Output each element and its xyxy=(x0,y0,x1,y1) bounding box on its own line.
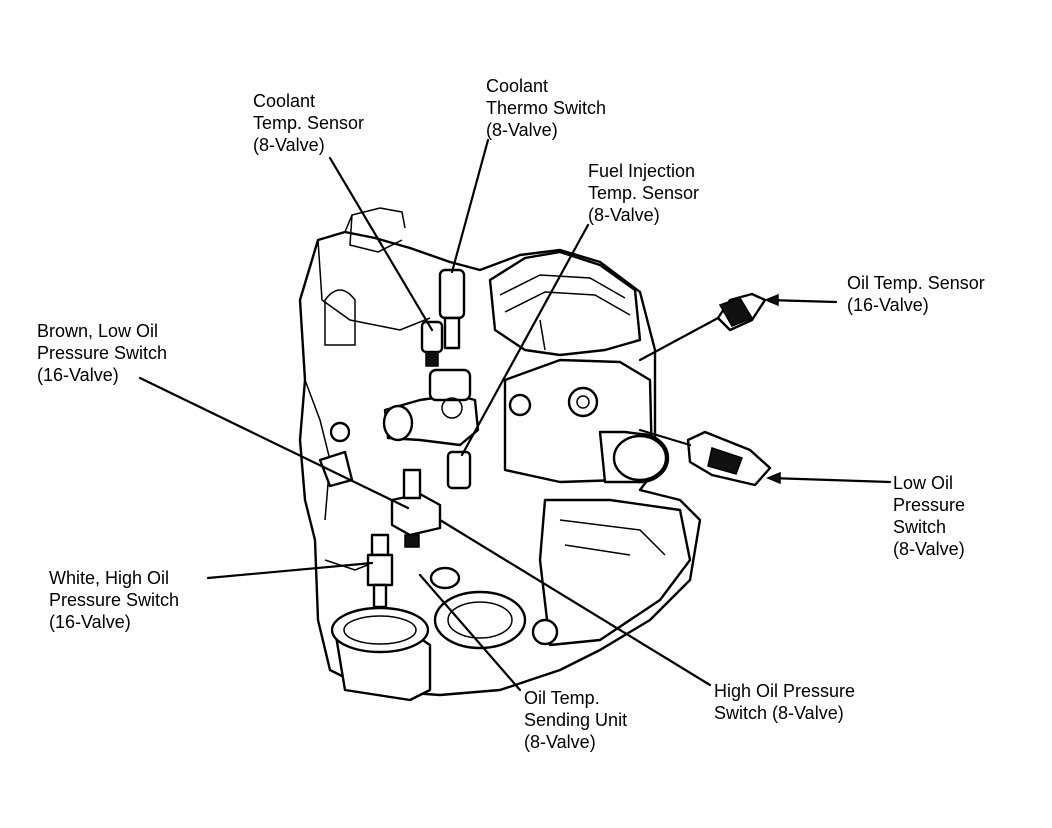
label-line: Pressure xyxy=(893,495,966,515)
label-line: Sending Unit xyxy=(524,710,628,730)
label-line: White, High Oil xyxy=(49,568,170,588)
label-line: Temp. Sensor xyxy=(588,183,700,203)
label-line: (8-Valve) xyxy=(253,135,325,155)
label-line: (8-Valve) xyxy=(486,120,558,140)
leader-low-oil-pressure-8v xyxy=(768,476,892,484)
label-line: Brown, Low Oil xyxy=(37,321,159,341)
label-line: Switch xyxy=(893,517,947,537)
leader-brown-low-oil-pressure xyxy=(138,376,410,510)
label-high-oil-pressure-switch: High Oil Pressure Switch (8-Valve) xyxy=(714,680,855,724)
label-line: Temp. Sensor xyxy=(253,113,365,133)
leader-coolant-thermo-switch xyxy=(450,138,490,274)
label-line: Fuel Injection xyxy=(588,161,696,181)
label-line: Oil Temp. Sensor xyxy=(847,273,985,293)
leader-oil-temp-sending-unit xyxy=(418,573,522,692)
label-oil-temp-sending-unit: Oil Temp. Sending Unit (8-Valve) xyxy=(524,687,627,753)
label-line: Pressure Switch xyxy=(37,343,168,363)
label-low-oil-pressure-switch: Low Oil Pressure Switch (8-Valve) xyxy=(893,472,965,560)
leader-high-oil-pressure-8v xyxy=(438,518,712,687)
label-line: (16-Valve) xyxy=(49,612,131,632)
leader-low-oil-pressure-8v-b xyxy=(638,428,692,447)
sensor-parts xyxy=(366,268,772,609)
label-line: (8-Valve) xyxy=(893,539,965,559)
label-line: Low Oil xyxy=(893,473,954,493)
label-brown-low-oil-pressure-switch: Brown, Low Oil Pressure Switch (16-Valve… xyxy=(37,320,167,386)
leader-oil-temp-sensor xyxy=(638,316,720,362)
label-line: Thermo Switch xyxy=(486,98,607,118)
label-line: (16-Valve) xyxy=(37,365,119,385)
leader-fuel-injection-temp-sensor xyxy=(460,223,590,457)
label-line: Oil Temp. xyxy=(524,688,600,708)
leader-lines xyxy=(138,138,892,692)
label-line: (8-Valve) xyxy=(524,732,596,752)
label-oil-temp-sensor: Oil Temp. Sensor (16-Valve) xyxy=(847,272,985,316)
leader-coolant-temp-sensor xyxy=(328,156,434,332)
label-line: (8-Valve) xyxy=(588,205,660,225)
label-white-high-oil-pressure-switch: White, High Oil Pressure Switch (16-Valv… xyxy=(49,567,179,633)
label-line: High Oil Pressure xyxy=(714,681,856,701)
label-line: (16-Valve) xyxy=(847,295,929,315)
label-line: Coolant xyxy=(253,91,316,111)
label-fuel-injection-temp-sensor: Fuel Injection Temp. Sensor (8-Valve) xyxy=(588,160,699,226)
label-line: Coolant xyxy=(486,76,549,96)
leader-white-high-oil-pressure xyxy=(206,561,374,580)
leader-oil-temp-sensor-arrow xyxy=(766,298,838,304)
label-coolant-thermo-switch: Coolant Thermo Switch (8-Valve) xyxy=(486,75,606,141)
label-line: Switch (8-Valve) xyxy=(714,703,844,723)
label-coolant-temp-sensor: Coolant Temp. Sensor (8-Valve) xyxy=(253,90,364,156)
label-line: Pressure Switch xyxy=(49,590,180,610)
engine-block xyxy=(298,207,702,702)
